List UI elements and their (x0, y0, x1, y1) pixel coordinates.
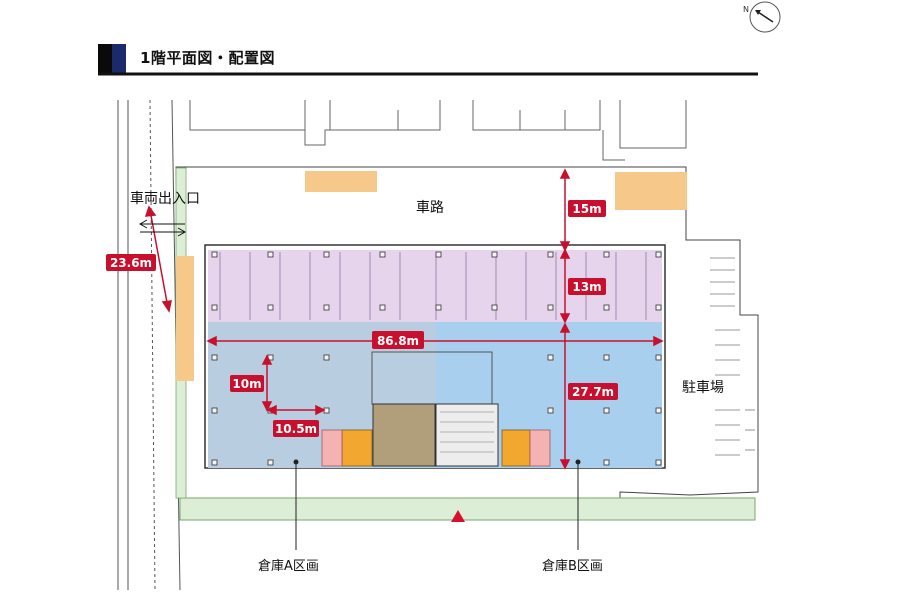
label-warehouse-b: 倉庫B区画 (542, 559, 603, 574)
stair-lines (440, 411, 494, 453)
svg-text:15m: 15m (572, 202, 601, 216)
core-block (372, 403, 436, 467)
ramp-northeast (615, 172, 687, 210)
label-vehicle-entrance: 車両出入口 (130, 190, 200, 207)
svg-text:10m: 10m (232, 377, 261, 391)
svg-text:13m: 13m (572, 280, 601, 294)
title-marker-accent (112, 44, 126, 74)
svg-text:10.5m: 10.5m (275, 422, 317, 436)
ramp-west (176, 256, 194, 381)
tag-bay-width: 10.5m (273, 420, 319, 437)
tag-storage-depth: 27.7m (568, 383, 618, 400)
north-arrow-icon: N (743, 1, 781, 33)
green-strip (179, 497, 756, 521)
tag-building-length: 86.8m (372, 331, 424, 349)
label-warehouse-a: 倉庫A区画 (258, 559, 319, 574)
lift-a (321, 429, 343, 467)
svg-text:23.6m: 23.6m (110, 256, 152, 270)
svg-text:27.7m: 27.7m (572, 385, 614, 399)
label-road: 車路 (416, 199, 444, 216)
leader-dot-a (293, 459, 299, 465)
public-road (117, 99, 181, 591)
label-parking: 駐車場 (682, 379, 724, 396)
lift-b (529, 429, 551, 467)
ramp-north (305, 171, 377, 192)
dimension-lines (144, 168, 664, 470)
tag-road-width: 15m (568, 200, 606, 217)
elevator-b (501, 429, 531, 467)
tag-berth-depth: 13m (568, 278, 606, 295)
page-title: 1階平面図・配置図 (140, 49, 275, 67)
elevator-a (341, 429, 373, 467)
svg-text:N: N (743, 5, 749, 14)
parking-stalls (710, 257, 755, 456)
tag-bay-height: 10m (230, 375, 264, 392)
svg-text:86.8m: 86.8m (377, 334, 419, 348)
entry-triangle-icon (451, 510, 465, 522)
stair-core (435, 403, 499, 467)
tag-entrance-length: 23.6m (106, 254, 156, 271)
leader-dot-b (575, 459, 581, 465)
entrance-arrows (138, 219, 187, 237)
neighbouring-buildings (189, 100, 687, 161)
